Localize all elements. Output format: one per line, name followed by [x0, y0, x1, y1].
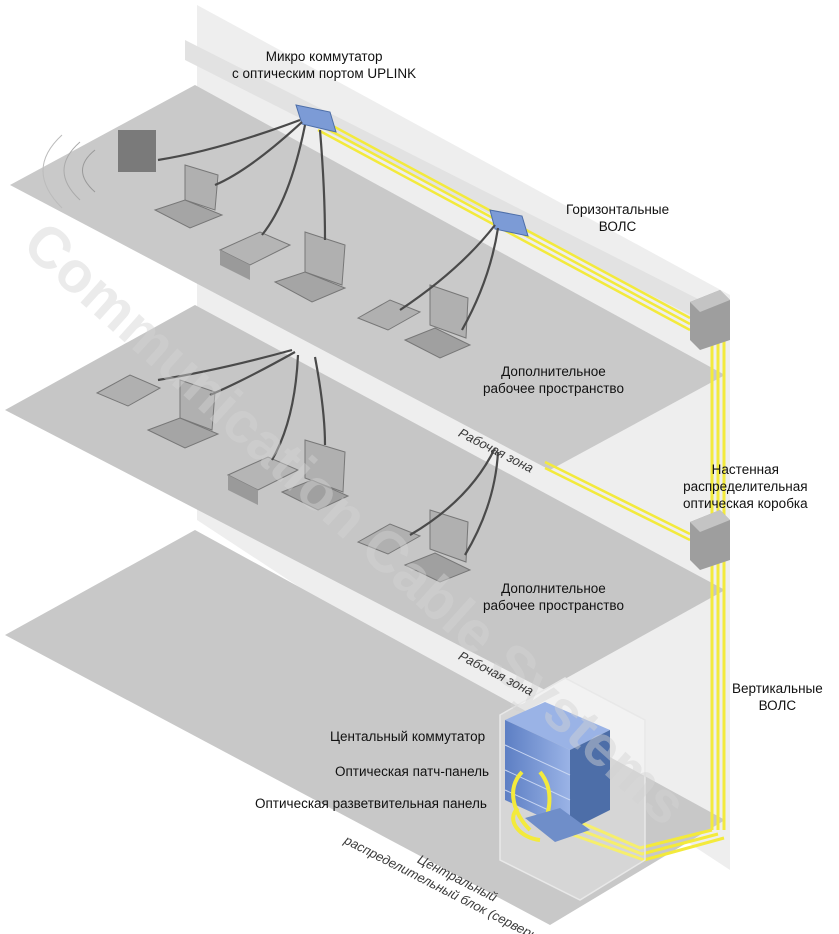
- phone-icon: [95, 374, 162, 407]
- wall-box-middle-icon: [690, 510, 730, 570]
- label-patch-panel: Оптическая патч-панель: [335, 764, 490, 779]
- laptop-icon: [273, 231, 347, 303]
- micro-switch-1-icon: [295, 104, 337, 133]
- laptop-icon: [153, 164, 224, 229]
- copper-cables-middle: [157, 348, 500, 556]
- wall-box-top-icon: [690, 290, 730, 350]
- desktop-pc-icon: [280, 439, 350, 511]
- label-extra-workspace-2: Дополнительное рабочее пространство: [483, 581, 624, 613]
- label-splitter-panel: Оптическая разветвительная панель: [255, 796, 487, 811]
- label-vertical-fiber: Вертикальные ВОЛС: [732, 681, 823, 713]
- label-wall-box: Настенная распределительная оптическая к…: [683, 462, 808, 511]
- central-rack-icon: [504, 702, 610, 830]
- vertical-fiber-riser: [710, 340, 726, 830]
- label-extra-workspace-1: Дополнительное рабочее пространство: [483, 364, 624, 396]
- label-central-switch: Центальный коммутатор: [330, 729, 486, 744]
- desktop-pc-icon: [403, 284, 472, 359]
- splitter-panel-icon: [525, 808, 590, 842]
- wireless-ap-icon: [42, 130, 156, 209]
- printer-icon: [218, 231, 292, 280]
- micro-switch-2-icon: [489, 209, 529, 237]
- horizontal-fiber-middle: [544, 460, 691, 542]
- label-micro-switch: Микро коммутатор с оптическим портом UPL…: [232, 49, 417, 81]
- copper-cables-top: [157, 118, 500, 331]
- label-horizontal-fiber: Горизонтальные ВОЛС: [566, 202, 670, 234]
- desktop-pc-icon: [403, 509, 472, 583]
- phone-icon: [356, 523, 422, 555]
- laptop-icon: [146, 379, 220, 449]
- printer-icon: [226, 456, 300, 505]
